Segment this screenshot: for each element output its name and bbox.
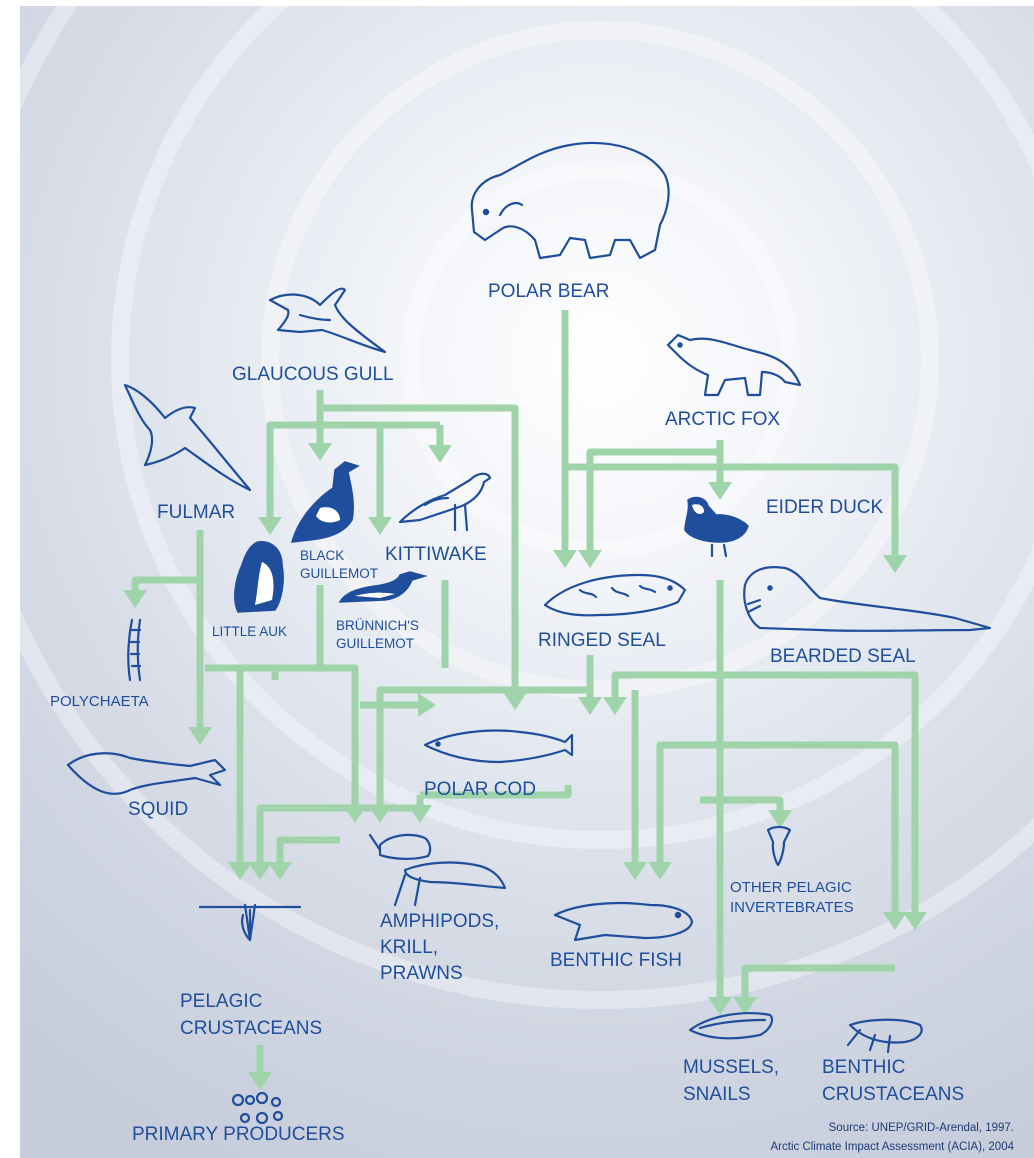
mussels-snails-icon bbox=[688, 1012, 774, 1040]
primary-producers-icon bbox=[231, 1091, 284, 1125]
label-squid: SQUID bbox=[128, 799, 188, 820]
polar-bear-icon bbox=[470, 141, 670, 260]
label-black-guillemot-line2: GUILLEMOT bbox=[300, 566, 378, 581]
benthic-fish-icon bbox=[553, 901, 694, 942]
label-glaucous-gull: GLAUCOUS GULL bbox=[232, 364, 394, 385]
eider-duck-icon bbox=[684, 496, 749, 558]
label-bearded-seal: BEARDED SEAL bbox=[770, 646, 916, 667]
label-other-pelagic-line1: OTHER PELAGIC bbox=[730, 879, 852, 896]
label-polar-bear: POLAR BEAR bbox=[488, 281, 609, 302]
glaucous-gull-icon bbox=[268, 287, 387, 354]
label-ringed-seal: RINGED SEAL bbox=[538, 630, 666, 651]
label-little-auk: LITTLE AUK bbox=[212, 624, 287, 639]
kittiwake-icon bbox=[398, 472, 492, 532]
pelagic-crustaceans-icon bbox=[198, 903, 302, 942]
species-labels: POLAR BEAR GLAUCOUS GULL ARCTIC FOX FULM… bbox=[50, 281, 964, 1145]
label-brunnichs-guillemot-line2: GUILLEMOT bbox=[336, 636, 414, 651]
other-pelagic-invertebrates-icon bbox=[766, 825, 792, 867]
label-benthic-fish: BENTHIC FISH bbox=[550, 950, 682, 971]
label-pelagic-crustaceans-line1: PELAGIC bbox=[180, 991, 262, 1012]
fulmar-icon bbox=[123, 383, 252, 492]
arctic-fox-icon bbox=[666, 333, 802, 397]
label-amphipods-line1: AMPHIPODS, bbox=[380, 911, 499, 932]
label-amphipods-line3: PRAWNS bbox=[380, 963, 463, 984]
label-amphipods-line2: KRILL, bbox=[380, 937, 438, 958]
label-brunnichs-guillemot-line1: BRÜNNICH'S bbox=[336, 618, 419, 633]
brunnichs-guillemot-icon bbox=[338, 571, 428, 603]
benthic-crustaceans-icon bbox=[846, 1018, 923, 1054]
source-line-2: Arctic Climate Impact Assessment (ACIA),… bbox=[771, 1141, 1015, 1153]
little-auk-icon bbox=[234, 541, 284, 613]
label-pelagic-crustaceans-line2: CRUSTACEANS bbox=[180, 1018, 322, 1039]
label-primary-producers: PRIMARY PRODUCERS bbox=[132, 1124, 345, 1145]
ringed-seal-icon bbox=[543, 573, 687, 617]
polar-cod-icon bbox=[423, 729, 574, 764]
background-rings bbox=[0, 0, 1034, 1000]
label-arctic-fox: ARCTIC FOX bbox=[665, 409, 780, 430]
label-mussels-line2: SNAILS bbox=[683, 1084, 751, 1105]
label-polar-cod: POLAR COD bbox=[424, 779, 536, 800]
amphipods-icon bbox=[368, 833, 507, 907]
black-guillemot-icon bbox=[290, 461, 360, 543]
food-flow-arrows bbox=[123, 310, 927, 1090]
label-eider-duck: EIDER DUCK bbox=[766, 497, 884, 518]
squid-icon bbox=[66, 752, 227, 795]
label-kittiwake: KITTIWAKE bbox=[385, 544, 487, 565]
source-credit: Source: UNEP/GRID-Arendal, 1997. Arctic … bbox=[771, 1122, 1015, 1153]
label-benthic-crustaceans-line1: BENTHIC bbox=[822, 1057, 905, 1078]
source-line-1: Source: UNEP/GRID-Arendal, 1997. bbox=[829, 1122, 1014, 1134]
polychaeta-icon bbox=[127, 618, 142, 682]
label-black-guillemot-line1: BLACK bbox=[300, 548, 344, 563]
label-other-pelagic-line2: INVERTEBRATES bbox=[730, 899, 854, 916]
bearded-seal-icon bbox=[743, 566, 992, 632]
label-mussels-line1: MUSSELS, bbox=[683, 1057, 779, 1078]
label-fulmar: FULMAR bbox=[157, 502, 235, 523]
label-polychaeta: POLYCHAETA bbox=[50, 693, 149, 710]
label-benthic-crustaceans-line2: CRUSTACEANS bbox=[822, 1084, 964, 1105]
